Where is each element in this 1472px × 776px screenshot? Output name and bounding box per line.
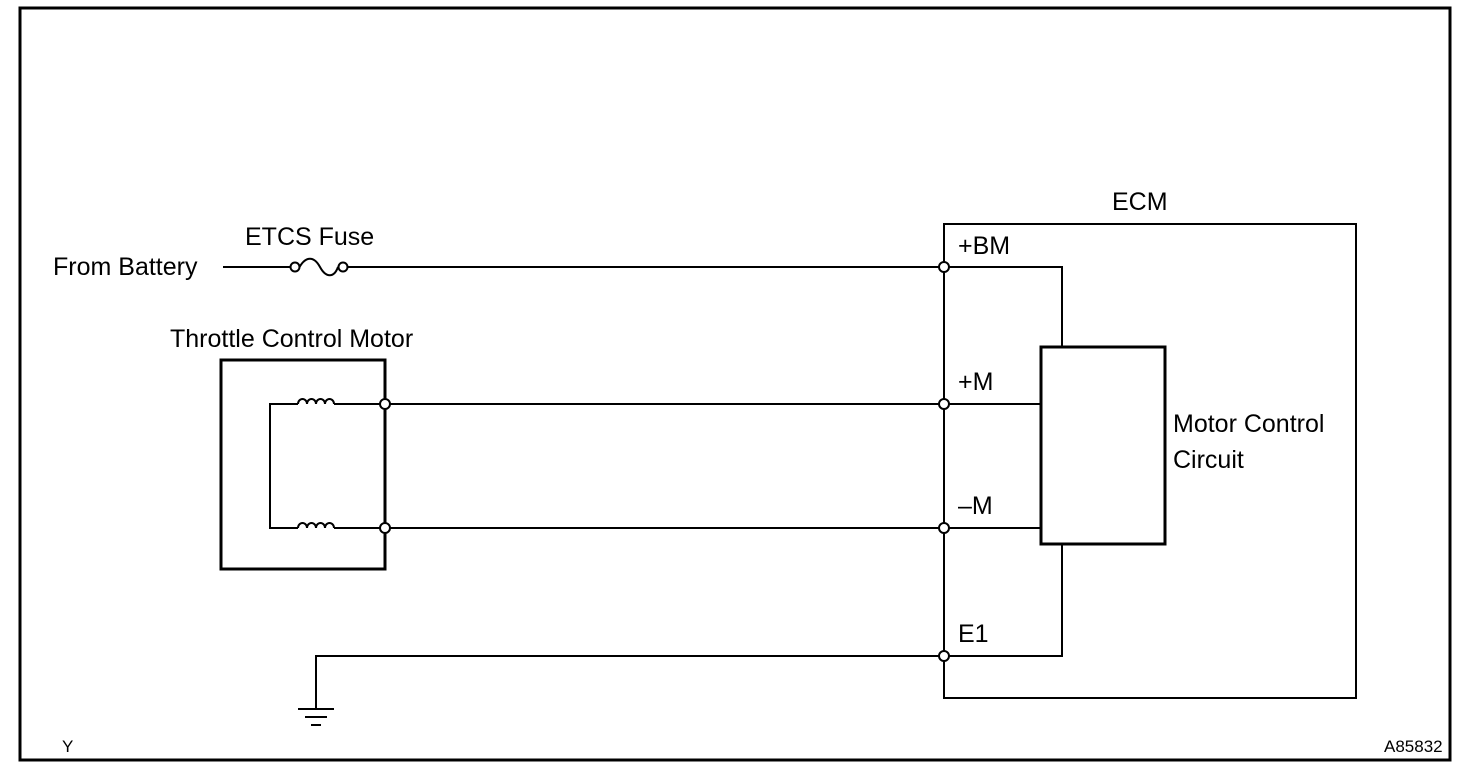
motor-control-label-line2: Circuit [1173,446,1244,474]
e1-internal-wire [944,544,1063,657]
terminal-bm [938,261,950,273]
diagram-frame [18,6,1452,762]
coil-upper-icon [297,398,385,405]
ground-icon [298,708,334,726]
corner-left-label: Y [62,737,73,756]
figure-id-label: A85832 [1384,737,1443,756]
motor-terminal-lower [379,522,391,534]
terminal-bm-label: +BM [958,232,1010,260]
motor-terminal-upper [379,398,391,410]
throttle-motor-label: Throttle Control Motor [170,325,413,353]
terminal-e1-label: E1 [958,620,989,648]
motor-internal-wire [269,403,298,529]
bm-internal-wire [944,266,1063,347]
ground-wire [315,655,944,709]
terminal-m-minus [938,522,950,534]
motor-control-label-line1: Motor Control [1173,410,1324,438]
terminal-m-plus [938,398,950,410]
terminal-m-minus-label: –M [958,492,993,520]
from-battery-label: From Battery [53,253,198,281]
fuse-icon [289,257,349,277]
throttle-motor-box [219,358,387,571]
terminal-e1 [938,650,950,662]
ecm-box [943,223,1357,699]
motor-control-circuit-box [1039,345,1167,546]
ecm-label: ECM [1112,188,1168,216]
coil-lower-icon [297,522,385,529]
terminal-m-plus-label: +M [958,368,993,396]
etcs-fuse-label: ETCS Fuse [245,223,374,251]
